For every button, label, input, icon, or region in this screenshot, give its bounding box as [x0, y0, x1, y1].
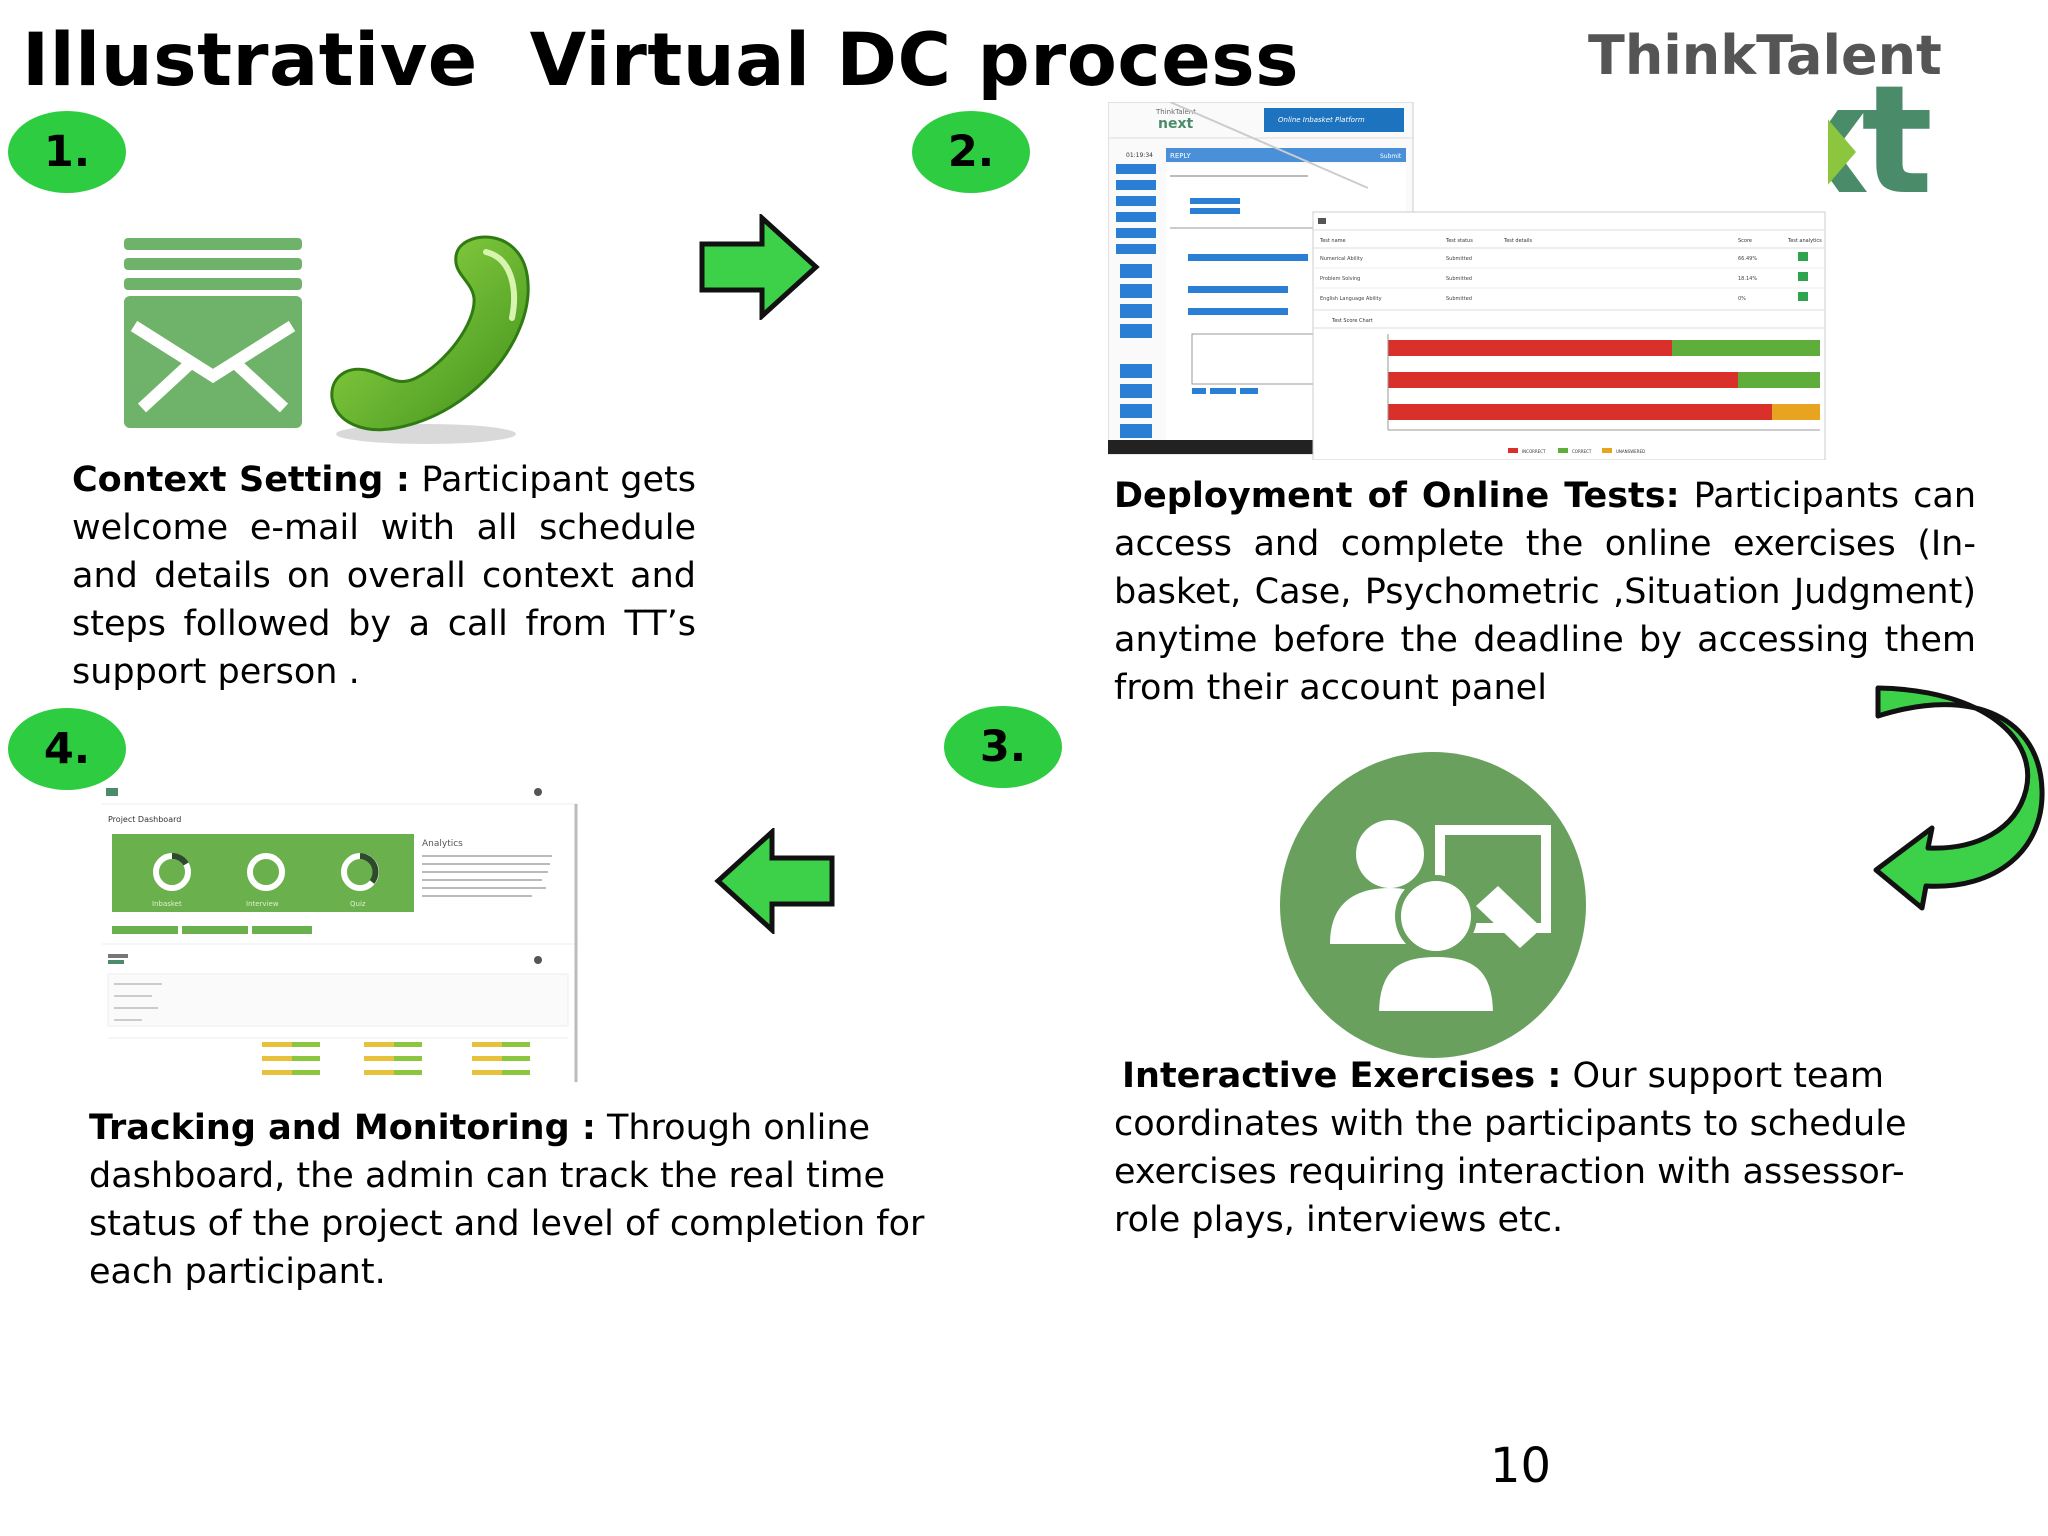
dashboard-title: Project Dashboard [108, 815, 181, 824]
analytics-heading: Analytics [422, 839, 463, 849]
mail-icon [124, 238, 304, 430]
mini-logo-top: ThinkTalent [1155, 108, 1196, 116]
step-2-badge: 2. [912, 111, 1030, 193]
step-2-text: Participants can access and complete the… [1114, 476, 1976, 708]
step-2-heading: Deployment of Online Tests: [1114, 476, 1680, 516]
step-1-badge: 1. [8, 111, 126, 193]
mini-legend-unanswered: UNANSWERED [1616, 449, 1645, 454]
step-4-description: Tracking and Monitoring : Through online… [89, 1104, 949, 1296]
step-4-text: Through online dashboard, the admin can … [89, 1108, 925, 1292]
mini-timer: 01:19:34 [1126, 152, 1153, 159]
mini-row-score: 66.49% [1738, 256, 1757, 262]
people-whiteboard-icon [1280, 752, 1586, 1058]
donut-label-interview: Interview [246, 900, 279, 908]
step-1-heading: Context Setting : [72, 460, 410, 500]
curved-arrow-down [1866, 680, 2046, 920]
mini-col-status: Test status [1445, 238, 1473, 244]
donut-label-inbasket: Inbasket [152, 900, 182, 908]
step-1-text: Participant gets welcome e-mail with all… [72, 460, 696, 692]
mini-row-name: Problem Solving [1320, 276, 1360, 282]
mini-row-name: English Language Ability [1320, 296, 1382, 302]
step-3-badge: 3. [944, 706, 1062, 788]
dashboard-screenshot: Project Dashboard Inbasket Interview Qui… [102, 784, 580, 1084]
mini-col-details: Test details [1503, 238, 1532, 244]
mini-legend-incorrect: INCORRECT [1522, 449, 1546, 454]
mini-row-status: Submitted [1446, 276, 1472, 282]
donut-label-quiz: Quiz [350, 900, 366, 908]
step-3-text: Our support team coordinates with the pa… [1114, 1056, 1907, 1240]
step-3-heading: Interactive Exercises : [1122, 1056, 1562, 1096]
page-number: 10 [1490, 1438, 1552, 1494]
logo-top-text: ThinkTalent [1588, 24, 1942, 87]
arrow-right [698, 212, 822, 322]
slide-title: Illustrative Virtual DC process [22, 18, 1300, 103]
mini-chart-title: Test Score Chart [1331, 318, 1373, 324]
mini-col-analytics: Test analytics [1787, 238, 1822, 244]
mini-col-name: Test name [1319, 238, 1346, 244]
step-1-description: Context Setting : Participant gets welco… [72, 456, 696, 696]
step-4-heading: Tracking and Monitoring : [89, 1108, 596, 1148]
mini-row-score: 18.14% [1738, 276, 1757, 282]
mini-row-score: 0% [1738, 296, 1746, 302]
phone-icon [326, 228, 536, 446]
online-test-screenshot: ThinkTalent next Online Inbasket Platfor… [1108, 102, 1828, 460]
mini-submit: Submit [1380, 153, 1402, 160]
step-2-description: Deployment of Online Tests: Participants… [1114, 472, 1976, 712]
mini-row-status: Submitted [1446, 256, 1472, 262]
mini-logo: next [1158, 116, 1193, 132]
mini-col-score: Score [1738, 238, 1752, 244]
mini-banner: Online Inbasket Platform [1278, 116, 1365, 124]
arrow-left [712, 826, 836, 936]
step-4-badge: 4. [8, 708, 126, 790]
mini-legend-correct: CORRECT [1572, 449, 1592, 454]
mini-row-status: Submitted [1446, 296, 1472, 302]
mini-reply: REPLY [1170, 152, 1191, 160]
step-3-description: Interactive Exercises : Our support team… [1114, 1052, 1944, 1244]
mini-row-name: Numerical Ability [1320, 256, 1363, 262]
